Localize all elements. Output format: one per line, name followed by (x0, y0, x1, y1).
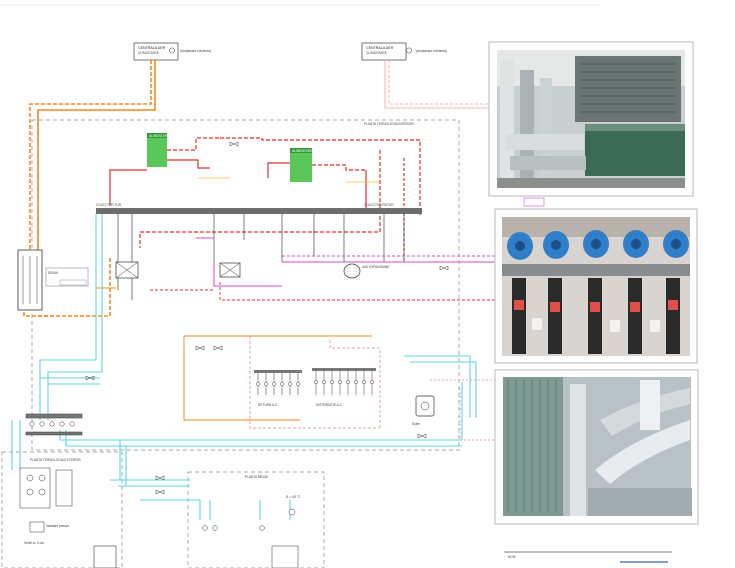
ahu-right-title: CENTRALA AER (366, 46, 394, 50)
collector-right-label: COLECTOR RETUR (364, 203, 394, 207)
drain-label: DRAIN (48, 271, 59, 275)
plant-exterior-frame (1, 451, 123, 568)
plant-room-label: PLANTA MEDIE (245, 475, 268, 479)
orange-return-loop (183, 335, 372, 421)
plant-room-pumps (202, 508, 299, 568)
green-module-1-label: ALIMENTARE (149, 134, 169, 138)
legend-block: NOM (504, 551, 672, 563)
ahu-box-right: CENTRALA AER CLIMATIZARE (Amplasare exis… (361, 42, 447, 61)
chiller-pipes-photo (488, 41, 694, 197)
boiler-label: Boiler (412, 422, 421, 426)
plant-interior-frame (31, 119, 460, 451)
magenta-lines (196, 237, 497, 287)
vessel-label: VAS EXPANSIUNE (362, 265, 389, 269)
bottom-note-2: Ventil cu 3 cai (24, 541, 44, 545)
temp-label: t1 = 45 °C (286, 495, 301, 499)
pump-array-left (25, 413, 83, 436)
exterior-pumps (19, 467, 73, 533)
boiler: Boiler (412, 395, 435, 426)
ahu-right-subtitle: CLIMATIZARE (366, 51, 387, 55)
green-module-2: ALIMENTARE (290, 148, 312, 182)
green-module-1: ALIMENTARE (147, 133, 169, 167)
hydraulic-separator (115, 261, 241, 279)
pink-distribution-loop (249, 336, 381, 429)
lower-return-lines (150, 282, 497, 301)
valve-symbols (85, 141, 449, 495)
ahu-left-subtitle: CLIMATIZARE (138, 51, 159, 55)
distributie-label: DISTRIBUTIE A.C. (316, 403, 343, 407)
expansion-vessel: VAS EXPANSIUNE (343, 263, 389, 279)
plant-interior-label: PLANTA TEHNOLOGIA INTERIOR (364, 122, 414, 126)
return-manifold: RETURN A.C. (254, 370, 302, 407)
left-heat-exchanger: DRAIN (17, 249, 89, 311)
insulated-ducts-photo (494, 369, 699, 525)
legend-label: NOM (508, 555, 516, 559)
ahu-left-title: CENTRALA AER (138, 46, 166, 50)
right-connectors (430, 379, 497, 441)
distribution-manifold: DISTRIBUTIE A.C. (312, 368, 376, 407)
right-small-box (523, 197, 545, 207)
bottom-tank-left (93, 545, 117, 568)
retur-label: RETURN A.C. (258, 403, 278, 407)
plant-exterior-label: PLANTA TEHNOLOGIA EXTERIOR (30, 458, 81, 462)
ahu-left-note: (Amplasare existenta) (180, 49, 211, 53)
signal-lines (198, 177, 380, 183)
green-module-2-label: ALIMENTARE (292, 149, 312, 153)
chilled-water-lines (11, 214, 477, 520)
pink-air-lines (384, 60, 497, 109)
main-collector: COLECTOR TUR COLECTOR RETUR (96, 203, 422, 214)
ahu-right-note: (Amplasare existenta) (416, 49, 447, 53)
collector-left-label: COLECTOR TUR (96, 203, 122, 207)
bottom-note-1: Instalare pompe (46, 524, 69, 528)
pump-manifold-photo (494, 208, 698, 364)
ahu-box-left: CENTRALA AER CLIMATIZARE (Amplasare exis… (133, 42, 211, 61)
plant-room-frame (187, 471, 325, 568)
collector-drops (117, 214, 405, 300)
